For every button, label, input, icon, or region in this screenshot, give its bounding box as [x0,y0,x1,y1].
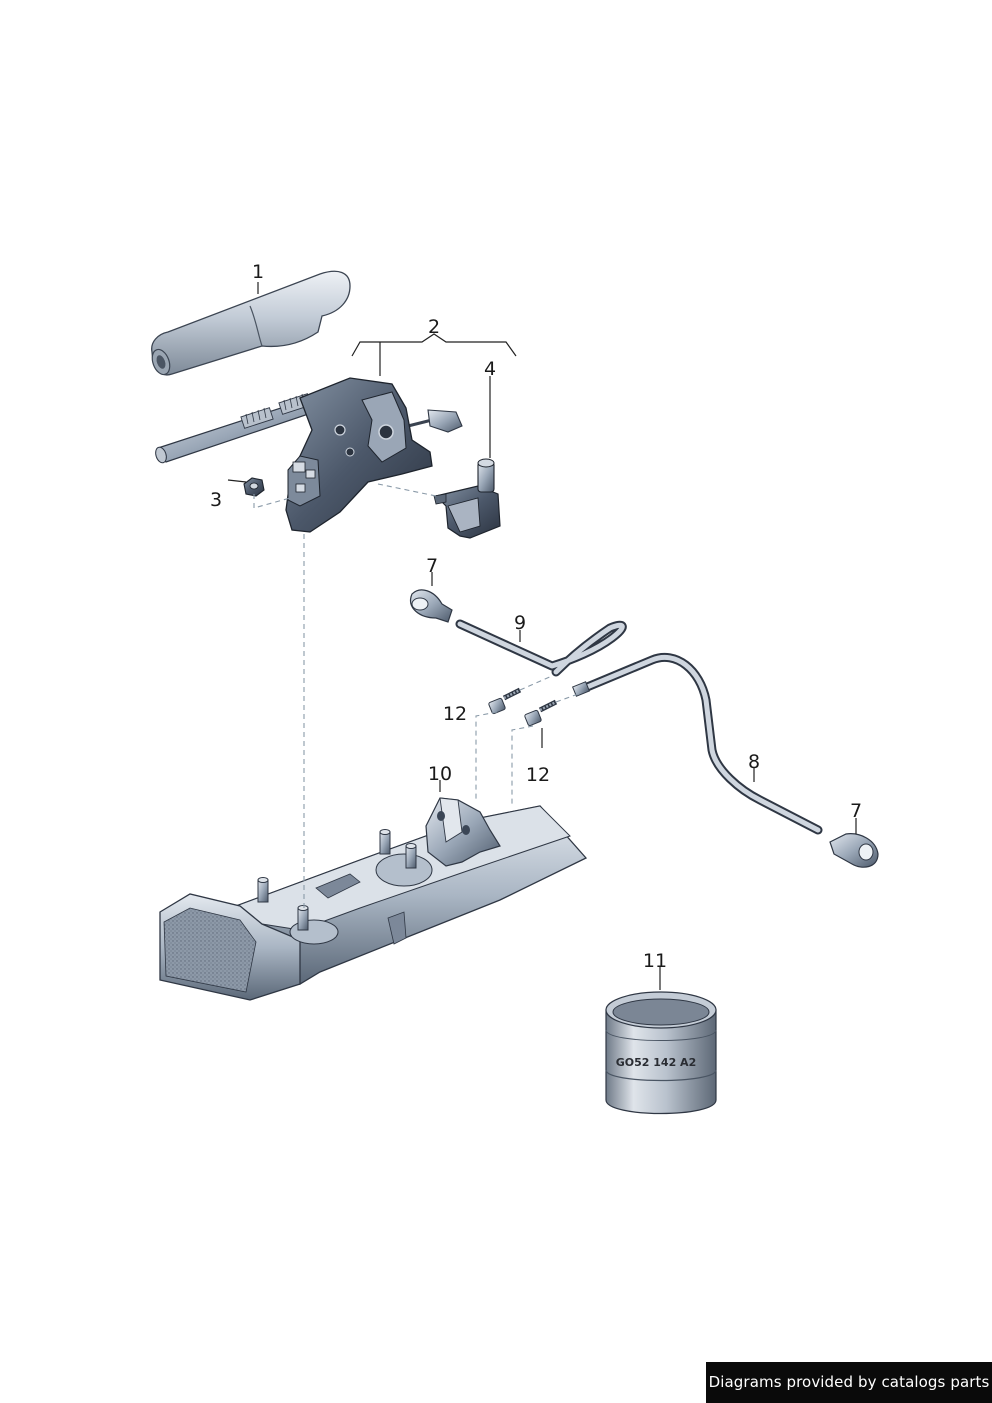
part-12-bolt-left [488,687,522,715]
callout-1: 1 [252,261,264,283]
callout-10: 10 [428,763,452,785]
callout-3: 3 [210,489,222,511]
callout-12-right: 12 [526,764,550,786]
callout-8: 8 [748,751,760,773]
callout-7-upper: 7 [426,555,438,577]
callout-2: 2 [428,316,440,338]
floor-pan [159,805,588,1001]
part-2-handbrake-lever [155,377,463,533]
part-8-cable [571,652,823,835]
callout-11: 11 [643,950,667,972]
part-7-cable-end-lower [829,833,879,868]
part-4-switch [433,458,501,539]
callout-9: 9 [514,612,526,634]
part-11-stamp: GO52 142 A2 [616,1056,696,1069]
callout-7-lower: 7 [850,800,862,822]
assembly-lines [253,483,579,910]
callout-leaders [227,282,857,990]
part-7-cable-end-upper [410,589,453,623]
part-3-nut [243,477,265,497]
callout-4: 4 [484,358,496,380]
part-1-handle-grip [151,270,351,376]
part-12-bolt-right [524,699,558,727]
part-10-bracket [425,797,501,867]
credit-banner: Diagrams provided by catalogs parts [706,1362,992,1403]
callout-numbers: 1 2 4 3 7 9 12 10 12 8 7 11 [210,261,862,972]
callout-12-left: 12 [443,703,467,725]
part-11-ring: GO52 142 A2 [605,991,717,1115]
part-9-cable [455,619,627,677]
